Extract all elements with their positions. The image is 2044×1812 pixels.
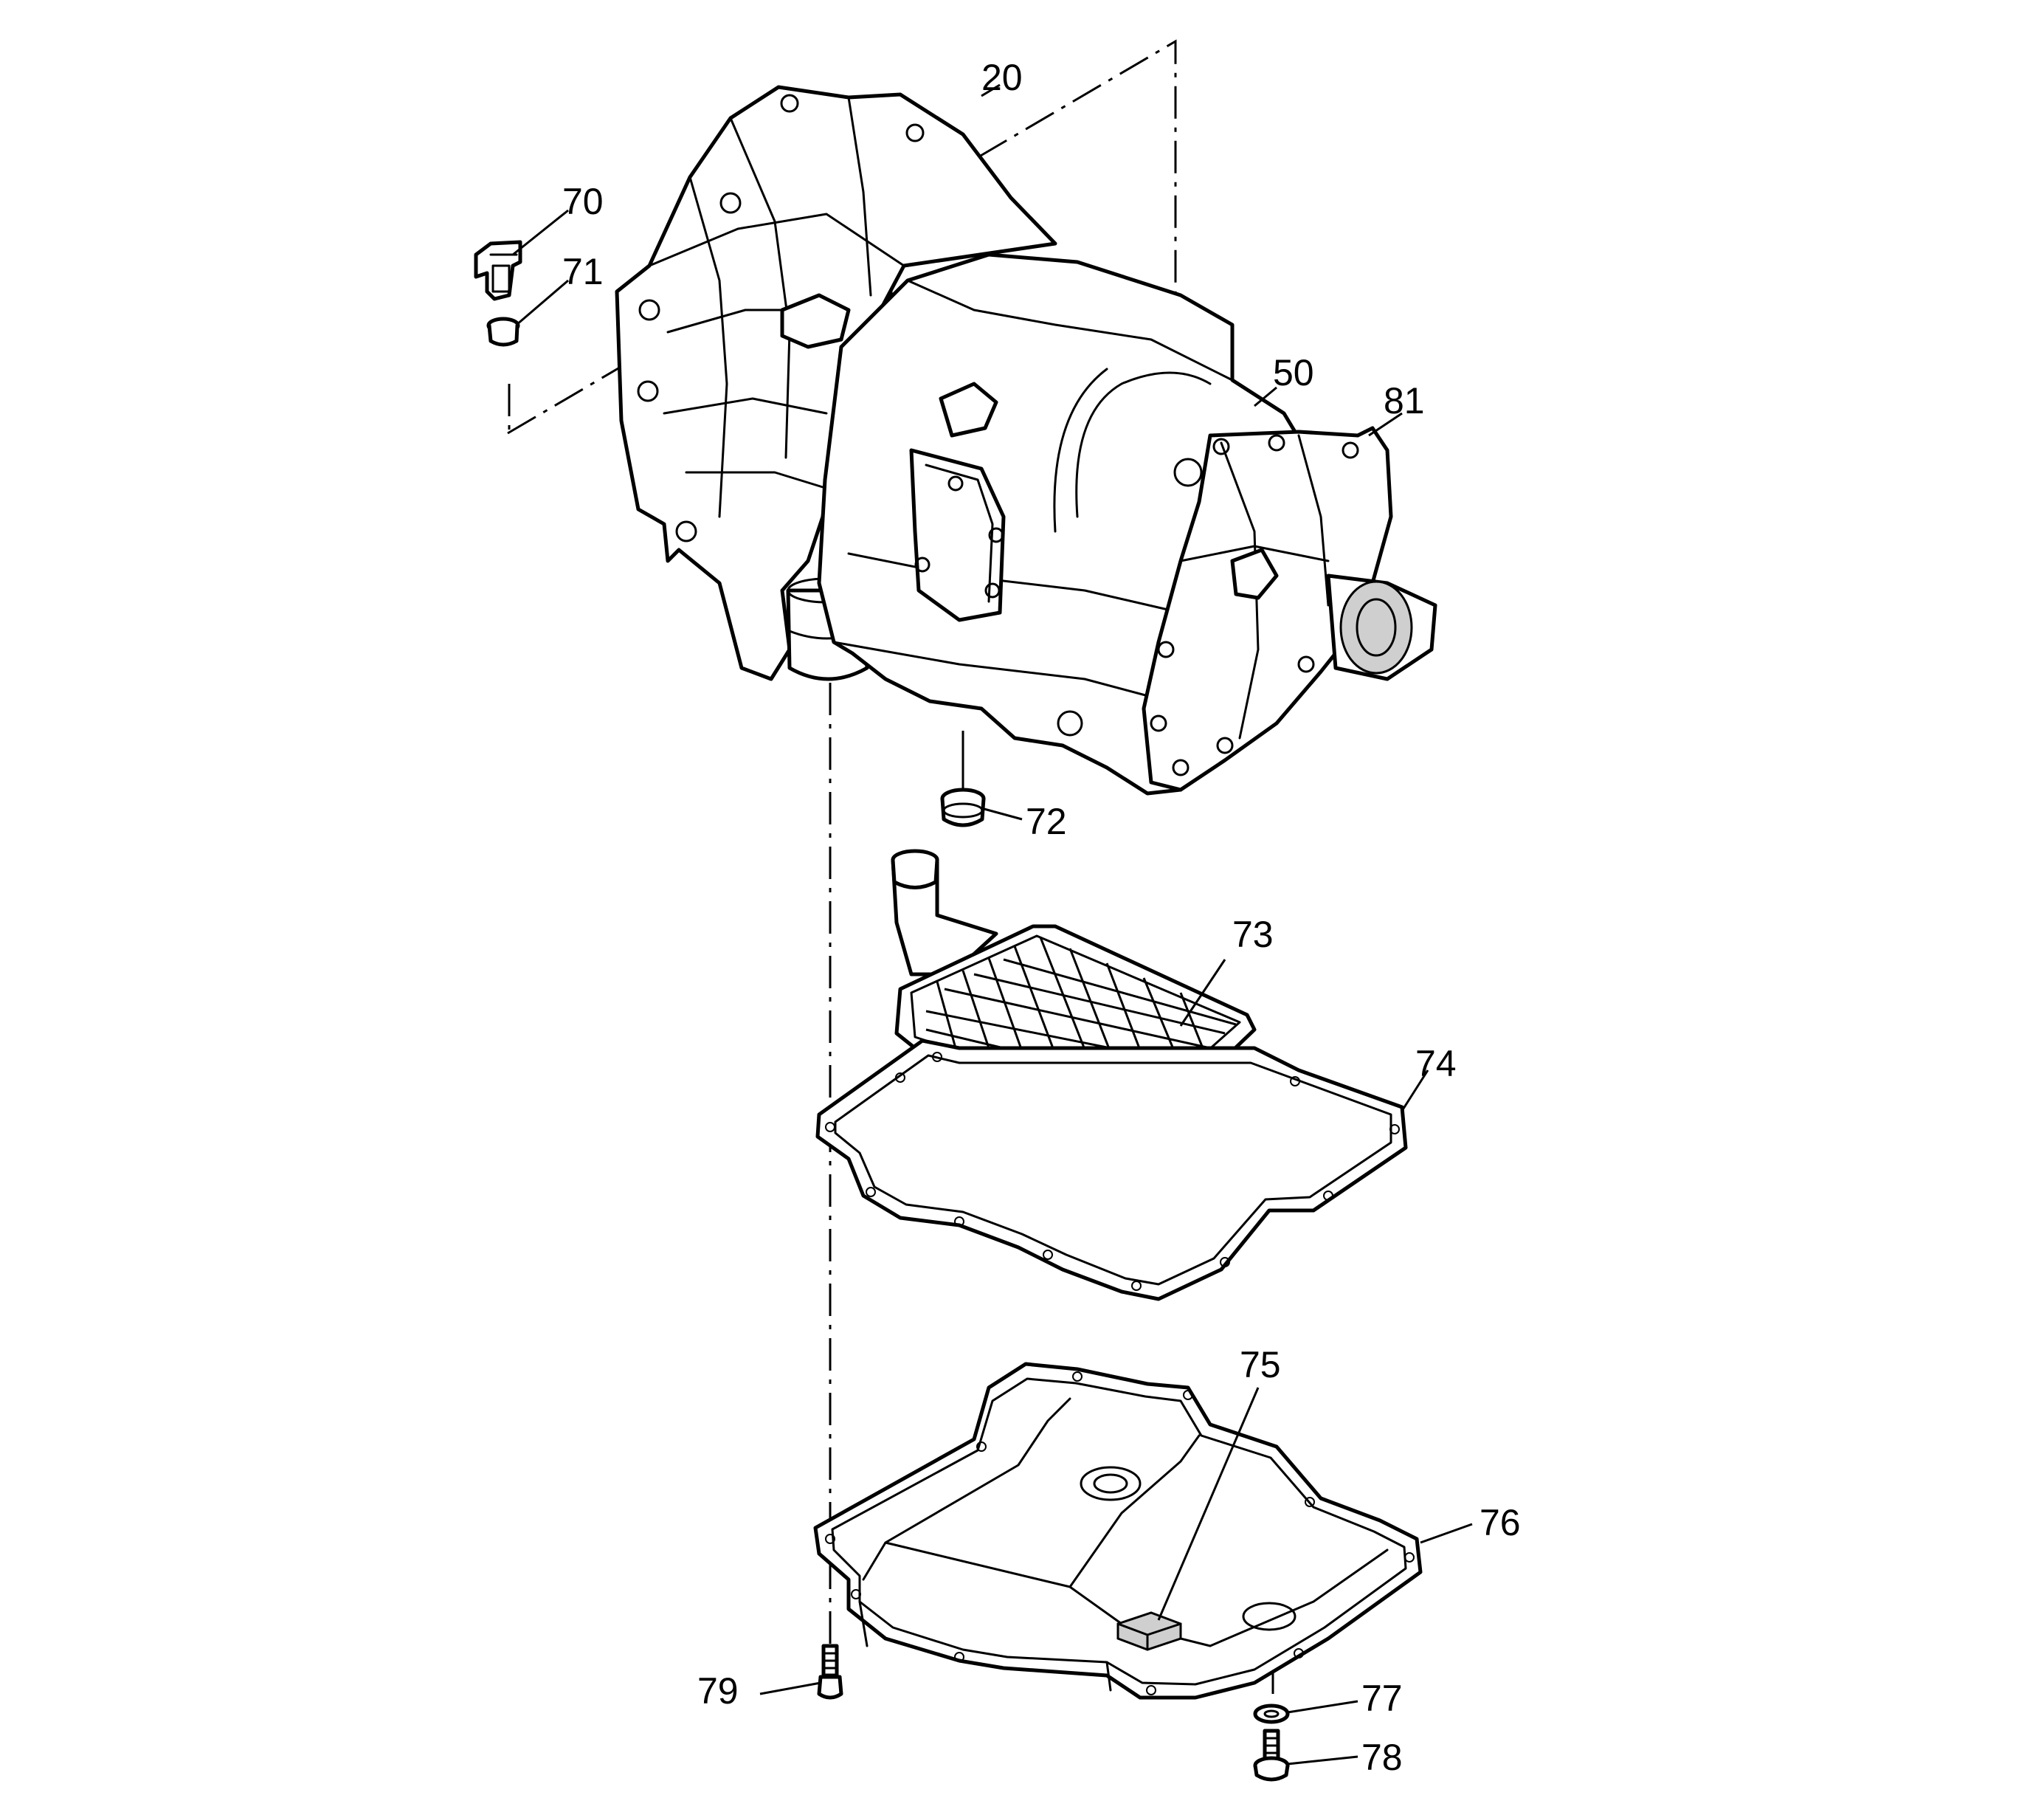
part-72-filter-seal	[940, 788, 986, 827]
callout-50: 50	[1273, 352, 1314, 393]
part-78-drain-plug	[1253, 1729, 1290, 1782]
callout-78: 78	[1361, 1737, 1403, 1778]
callout-20: 20	[981, 57, 1023, 98]
transmission-assembly	[615, 85, 1437, 796]
part-70-sensor	[474, 240, 522, 301]
leader-lines	[512, 83, 1473, 1766]
part-71-seal	[486, 317, 520, 347]
callout-74: 74	[1415, 1043, 1457, 1084]
callout-72: 72	[1026, 801, 1067, 842]
part-76-oil-pan	[813, 1362, 1423, 1700]
callout-76: 76	[1480, 1502, 1521, 1543]
callout-71: 71	[562, 251, 604, 292]
callout-81: 81	[1384, 380, 1425, 421]
part-74-gasket	[815, 1038, 1408, 1301]
callout-77: 77	[1361, 1678, 1403, 1719]
side-cover	[909, 448, 1006, 622]
callout-75: 75	[1240, 1344, 1281, 1385]
rear-housing	[1142, 426, 1393, 792]
part-79-bolt	[817, 1644, 843, 1700]
callout-labels: 20 70 71 50 81 72 73 74 75 76 77 78 79	[562, 57, 1521, 1778]
callout-73: 73	[1232, 914, 1274, 955]
part-75-magnet	[1116, 1611, 1182, 1651]
callout-70: 70	[562, 181, 604, 222]
callout-79: 79	[697, 1670, 739, 1712]
part-77-washer	[1253, 1704, 1290, 1724]
